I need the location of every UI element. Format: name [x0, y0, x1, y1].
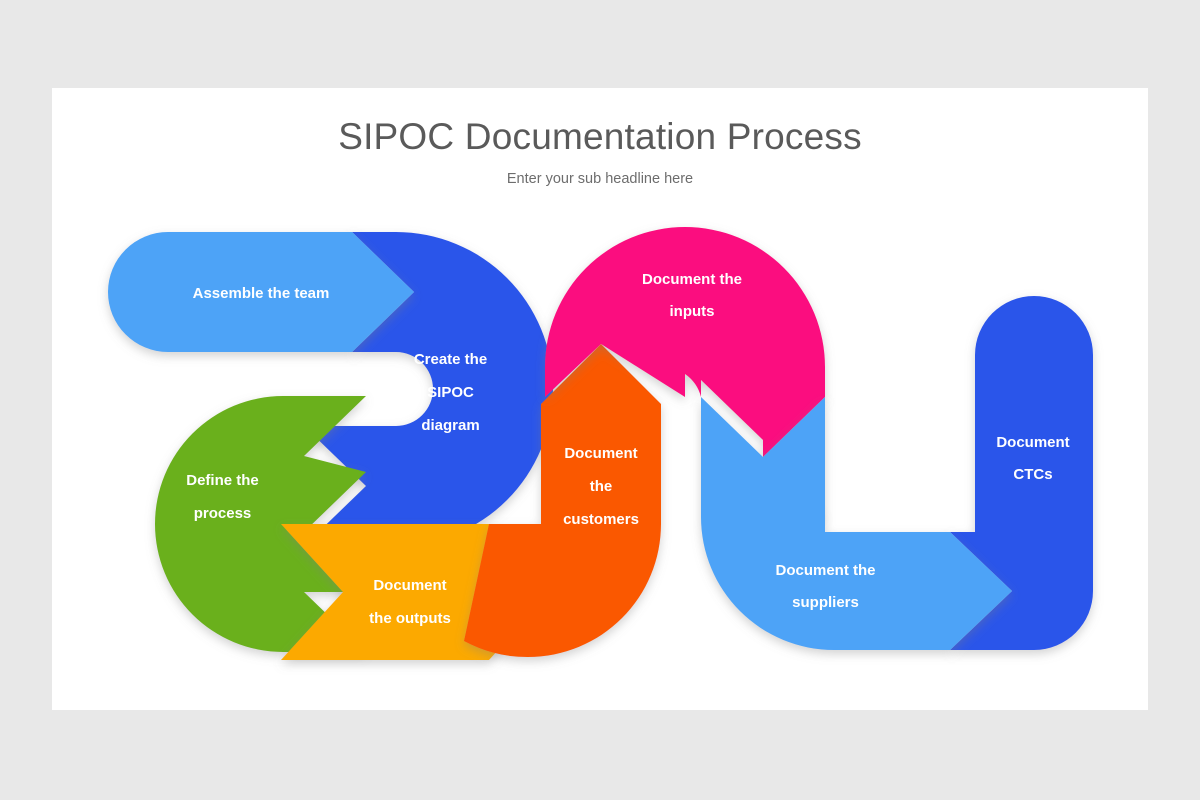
label-document-the-customers: Document the customers: [563, 445, 639, 528]
step-shape-define-the-process[interactable]: [155, 396, 366, 652]
label-document-the-outputs: Document the outputs: [369, 577, 451, 627]
step-document-the-inputs[interactable]: [545, 227, 825, 517]
label-define-the-process: Define the process: [186, 472, 259, 522]
label-document-the-suppliers: Document the suppliers: [775, 562, 876, 611]
label-document-ctcs: Document CTCs: [996, 434, 1070, 483]
step-shape-document-the-inputs[interactable]: [545, 227, 825, 517]
page-subtitle: Enter your sub headline here: [506, 171, 694, 187]
step-define-the-process[interactable]: [155, 396, 366, 652]
step-document-the-customers[interactable]: [464, 344, 661, 658]
step-document-ctcs[interactable]: [950, 296, 1093, 650]
page-title: SIPOC Documentation Process: [338, 116, 862, 157]
step-shape-document-ctcs[interactable]: [950, 296, 1093, 650]
step-shape-assemble-the-team[interactable]: [108, 232, 414, 352]
label-assemble-the-team: Assemble the team: [192, 285, 330, 302]
step-shape-create-the-sipoc-diagram[interactable]: [304, 232, 553, 546]
step-assemble-the-team[interactable]: [108, 232, 414, 352]
step-shape-document-the-suppliers[interactable]: [701, 397, 1012, 650]
label-create-the-sipoc-diagram: Create the SIPOC diagram: [413, 351, 488, 434]
step-document-the-suppliers[interactable]: [701, 397, 1012, 650]
step-shape-document-the-customers[interactable]: [464, 344, 661, 658]
label-document-the-inputs: Document the inputs: [641, 271, 742, 320]
step-create-the-sipoc-diagram[interactable]: [304, 232, 553, 546]
